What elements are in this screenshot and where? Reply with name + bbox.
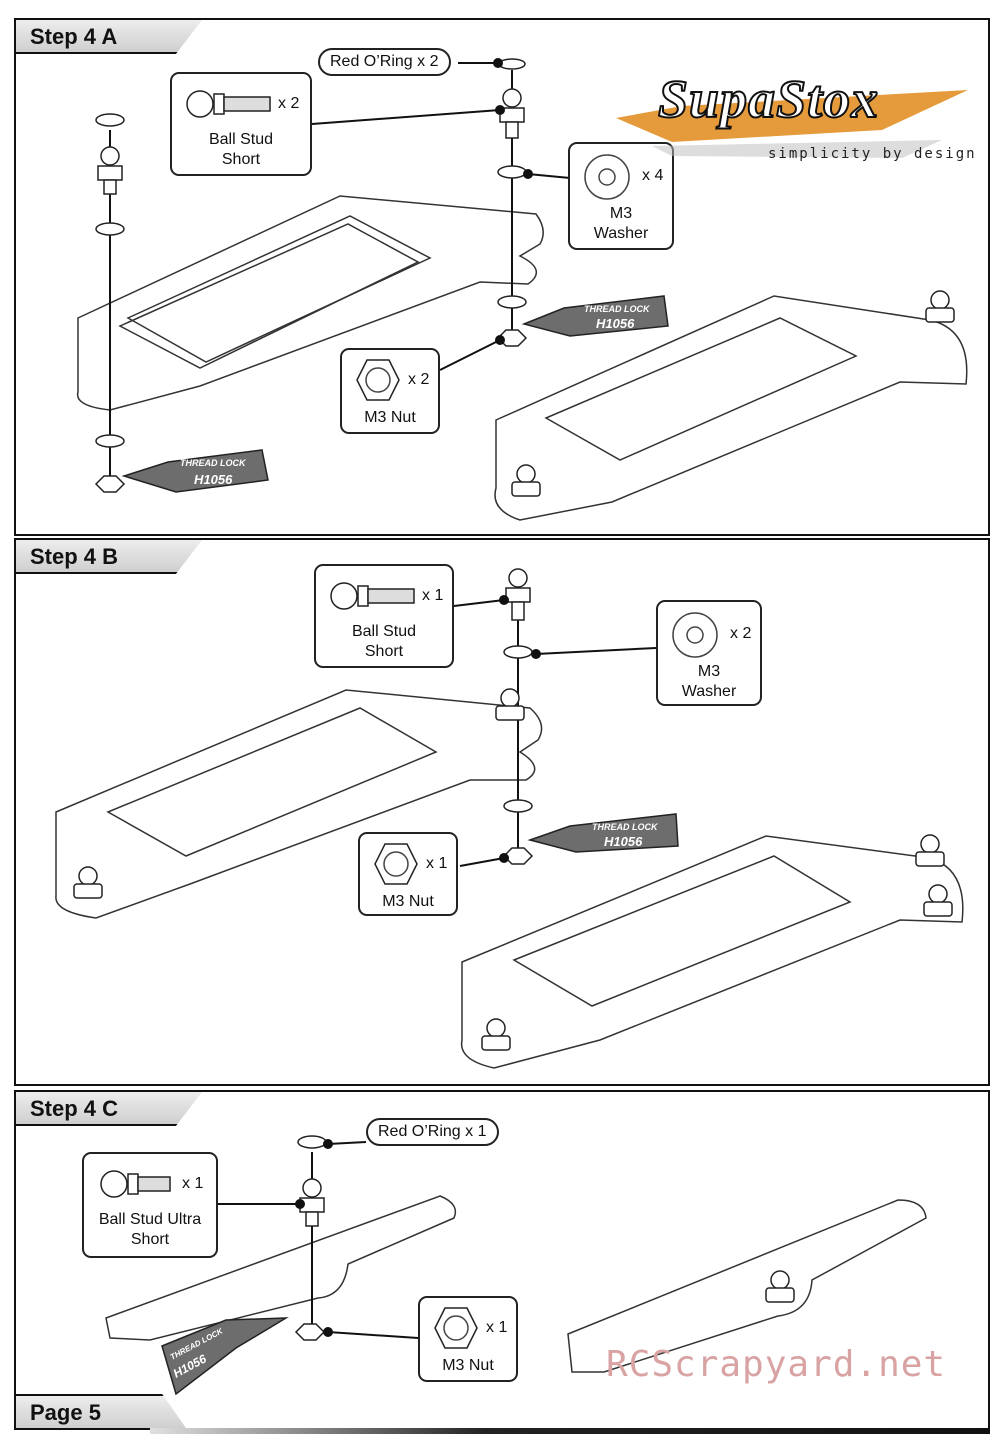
svg-text:H1056: H1056	[194, 472, 233, 487]
step-c-left-plate	[105, 1195, 457, 1341]
nut-icon	[356, 359, 400, 401]
step-b-nut-qty: x 1	[426, 855, 448, 872]
svg-text:THREAD LOCK: THREAD LOCK	[584, 304, 651, 314]
ball-stud-icon	[186, 90, 271, 118]
nut-icon	[374, 843, 418, 885]
step-c-right-plate	[567, 1199, 927, 1373]
step-a-right-plate	[494, 295, 968, 521]
step-a-right-stack	[496, 58, 528, 347]
page-number: Page 5	[16, 1394, 186, 1428]
step-c-stack	[294, 1135, 327, 1341]
step-b-washer-label: M3 Washer	[681, 663, 737, 700]
nut-icon	[434, 1307, 478, 1349]
step-b-diagram: THREAD LOCK H1056	[55, 568, 964, 1069]
brand-logo: SupaStox simplicity by design	[612, 46, 978, 170]
step-b-nut-label: M3 Nut	[382, 893, 434, 910]
step-b-left-plate	[55, 689, 543, 919]
step-b-washer-qty: x 2	[730, 625, 752, 642]
step-c-ball-stud-label: Ball Stud Ultra Short	[98, 1211, 202, 1248]
step-a-installed-studs	[511, 290, 955, 497]
step-a-ball-stud-qty: x 2	[278, 95, 300, 112]
washer-icon	[584, 154, 630, 200]
brand-logo-swoosh	[616, 90, 968, 158]
step-b-title: Step 4 B	[16, 540, 202, 574]
step-a-washer-qty: x 4	[642, 167, 664, 184]
step-b-stack	[502, 568, 534, 865]
step-c-nut-label: M3 Nut	[442, 1357, 494, 1374]
ball-stud-icon	[100, 1170, 171, 1198]
step-a-threadlock-tube-2: THREAD LOCK H1056	[521, 295, 669, 337]
step-c-red-oring-label: Red O’Ring x 1	[366, 1118, 499, 1146]
step-c-installed-stud	[765, 1270, 795, 1303]
step-a-ball-stud-callout: x 2 Ball Stud Short	[170, 72, 312, 176]
step-b-ball-stud-label: Ball Stud Short	[351, 623, 417, 660]
step-a-red-oring-label: Red O’Ring x 2	[318, 48, 451, 76]
footer-bar	[150, 1428, 990, 1434]
step-a-threadlock-tube-1: THREAD LOCK H1056	[121, 449, 269, 493]
watermark-text: RCScrapyard.net	[606, 1344, 947, 1385]
step-c-ball-stud-qty: x 1	[182, 1175, 204, 1192]
step-c-title: Step 4 C	[16, 1092, 202, 1126]
step-a-left-stack	[94, 113, 126, 493]
step-a-nut-qty: x 2	[408, 371, 430, 388]
brand-logo-wordmark: SupaStox	[657, 68, 880, 130]
brand-logo-tagline: simplicity by design	[768, 146, 977, 162]
step-b-ball-stud-qty: x 1	[422, 587, 444, 604]
svg-text:THREAD LOCK: THREAD LOCK	[592, 822, 659, 832]
step-a-washer-callout: x 4 M3 Washer	[568, 142, 674, 250]
step-b-installed-studs	[73, 688, 953, 1051]
step-a-title: Step 4 A	[16, 20, 202, 54]
step-b-nut-callout: x 1 M3 Nut	[358, 832, 458, 916]
step-a-ball-stud-label: Ball Stud Short	[208, 131, 274, 168]
svg-text:H1056: H1056	[604, 834, 643, 849]
ball-stud-icon	[330, 582, 415, 610]
washer-icon	[672, 612, 718, 658]
svg-text:THREAD LOCK: THREAD LOCK	[180, 458, 247, 468]
svg-text:H1056: H1056	[596, 316, 635, 331]
step-b-ball-stud-callout: x 1 Ball Stud Short	[314, 564, 454, 668]
step-c-nut-callout: x 1 M3 Nut	[418, 1296, 518, 1382]
step-a-diagram: THREAD LOCK H1056 THREAD LOCK H1056	[76, 58, 968, 521]
step-a-nut-label: M3 Nut	[364, 409, 416, 426]
step-a-left-plate	[76, 195, 544, 411]
step-b-washer-callout: x 2 M3 Washer	[656, 600, 762, 706]
step-b-threadlock-tube: THREAD LOCK H1056	[527, 813, 679, 853]
step-a-nut-callout: x 2 M3 Nut	[340, 348, 440, 434]
step-c-nut-qty: x 1	[486, 1319, 508, 1336]
step-a-washer-label: M3 Washer	[593, 205, 649, 242]
step-c-ball-stud-callout: x 1 Ball Stud Ultra Short	[82, 1152, 218, 1258]
